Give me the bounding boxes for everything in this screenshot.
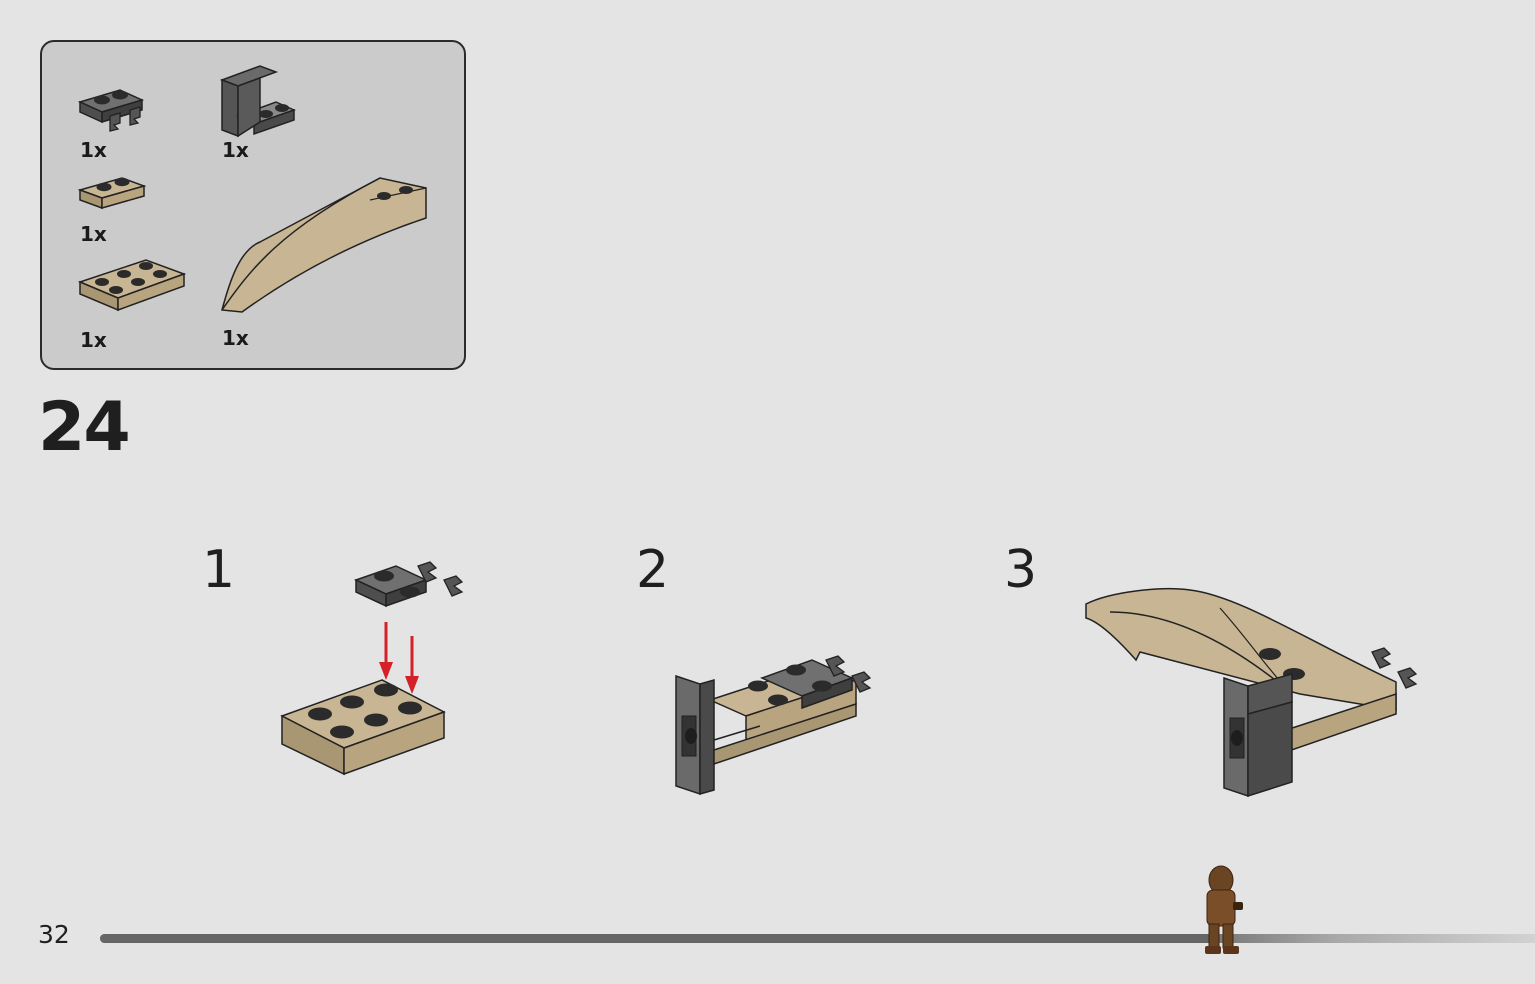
substep-3-illustration [1085, 588, 1418, 798]
substep-1-illustration [280, 561, 464, 776]
chewbacca-minifigure-icon [1205, 865, 1243, 954]
plate-with-clips-icon [77, 89, 145, 132]
parts-list-box: 1x 1x 1x [40, 40, 466, 370]
gray-plate-with-clips [354, 561, 464, 608]
qty-label: 1x [80, 222, 107, 246]
qty-label: 1x [80, 328, 107, 352]
progress-bar-fill [100, 934, 1220, 943]
substep-number-2: 2 [636, 540, 670, 600]
red-down-arrows [379, 622, 419, 694]
angle-bracket-icon [219, 65, 297, 138]
qty-label: 1x [80, 138, 107, 162]
step-number: 24 [38, 388, 131, 467]
page-number: 32 [38, 920, 70, 949]
progress-bar [100, 934, 1535, 943]
substep-2-illustration [675, 655, 872, 796]
qty-label: 1x [222, 138, 249, 162]
tan-plate-2x3-icon [77, 259, 187, 312]
curved-slope-icon [221, 177, 427, 313]
qty-label: 1x [222, 326, 249, 350]
tan-plate-2x3 [280, 679, 446, 776]
substep-number-3: 3 [1004, 540, 1038, 600]
tan-plate-1x2-icon [77, 177, 147, 210]
substep-number-1: 1 [202, 540, 236, 600]
